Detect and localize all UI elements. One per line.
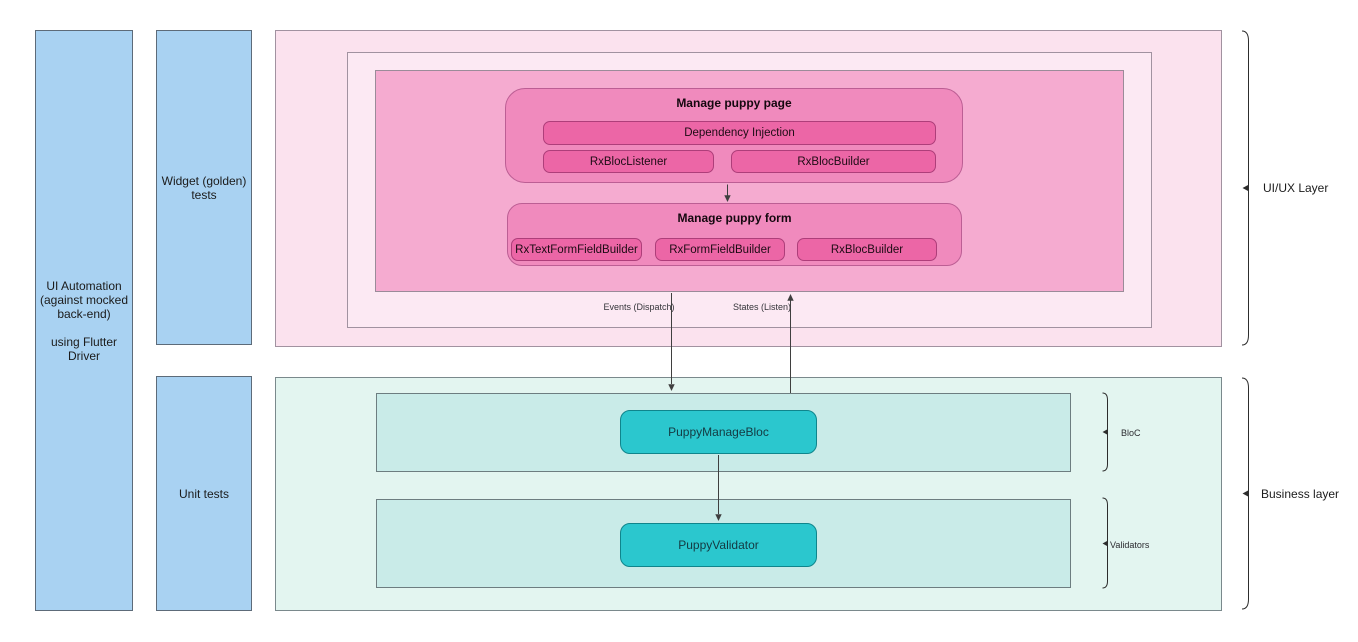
- rxbloclistener-box: RxBlocListener: [543, 150, 714, 173]
- events-dispatch-label: Events (Dispatch): [603, 302, 675, 312]
- ui-ux-layer-label: UI/UX Layer: [1263, 181, 1329, 195]
- validators-bracket-label: Validators: [1110, 540, 1150, 550]
- form-rxblocbuilder-box: RxBlocBuilder: [797, 238, 937, 261]
- manage-puppy-page-title: Manage puppy page: [676, 96, 792, 110]
- dependency-injection-box: Dependency Injection: [543, 121, 936, 145]
- rxblocbuilder-box: RxBlocBuilder: [731, 150, 936, 173]
- widget-tests-label: Widget (golden) tests: [161, 173, 247, 202]
- manage-puppy-form-title: Manage puppy form: [677, 211, 792, 225]
- puppymanagebloc-box: PuppyManageBloc: [620, 410, 817, 454]
- ui-automation-text: UI Automation (against mocked back-end): [39, 278, 129, 321]
- widget-tests-column: Widget (golden) tests: [156, 30, 252, 345]
- rxformfieldbuilder-box: RxFormFieldBuilder: [655, 238, 785, 261]
- rxtextformfieldbuilder-box: RxTextFormFieldBuilder: [511, 238, 642, 261]
- puppyvalidator-box: PuppyValidator: [620, 523, 817, 567]
- business-layer-label: Business layer: [1261, 487, 1340, 501]
- bloc-bracket-label: BloC: [1121, 428, 1141, 438]
- unit-tests-label: Unit tests: [178, 486, 229, 501]
- states-listen-label: States (Listen): [732, 302, 792, 312]
- flutter-driver-text: using Flutter Driver: [50, 334, 118, 363]
- ui-ux-bracket: [1241, 30, 1249, 346]
- unit-tests-column: Unit tests: [156, 376, 252, 611]
- ui-automation-column: UI Automation (against mocked back-end) …: [35, 30, 133, 611]
- business-bracket: [1241, 377, 1249, 610]
